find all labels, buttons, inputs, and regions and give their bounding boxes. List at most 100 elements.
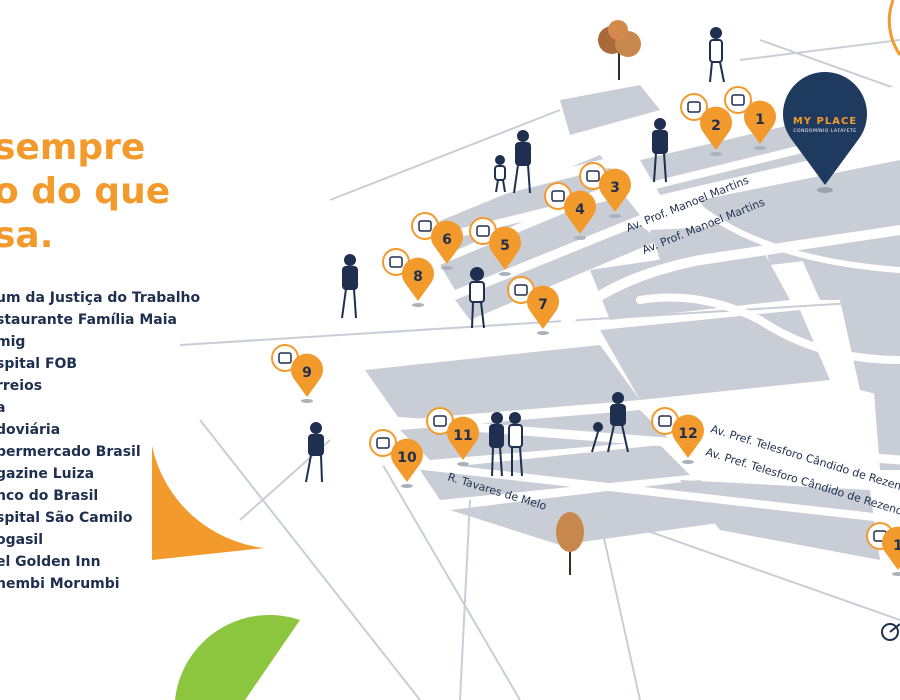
headline-line-1: sempre xyxy=(0,127,146,168)
person-walking xyxy=(513,130,531,194)
pin-shadow xyxy=(537,331,549,335)
my-place-marker[interactable]: MY PLACE CONDOMÍNIO LAFAYETE xyxy=(783,72,867,193)
legend-item: rreios xyxy=(0,378,43,394)
pin-number: 8 xyxy=(413,269,423,285)
icon-glyph xyxy=(687,101,701,113)
person-business xyxy=(709,27,725,83)
pin-body xyxy=(744,100,776,144)
pin-number: 10 xyxy=(397,450,417,466)
legend-item: hembi Morumbi xyxy=(0,576,120,592)
pin-shadow xyxy=(574,236,586,240)
pin-number: 4 xyxy=(575,202,585,218)
pin-shadow xyxy=(457,462,469,466)
pin-number: 11 xyxy=(453,428,472,444)
block xyxy=(700,160,900,240)
pin-shadow xyxy=(710,152,722,156)
legend-item: nco do Brasil xyxy=(0,488,99,504)
person-child xyxy=(494,155,506,193)
pin-shadow xyxy=(682,460,694,464)
block xyxy=(420,445,690,500)
pin-number: 12 xyxy=(678,426,697,442)
decor-shapes xyxy=(152,0,900,700)
pin-body xyxy=(391,438,424,482)
pin-shadow xyxy=(892,572,900,576)
legend-item: ogasil xyxy=(0,532,44,548)
icon-glyph xyxy=(551,190,565,202)
legend-item: spital São Camilo xyxy=(0,510,133,526)
pin-body xyxy=(402,257,434,301)
pin-number: 2 xyxy=(711,118,721,134)
pin-shadow xyxy=(609,214,621,218)
map-pin[interactable]: 3 xyxy=(579,162,631,218)
pin-number: 1 xyxy=(893,538,900,554)
legend-item: a xyxy=(0,400,6,416)
map-pin[interactable]: 2 xyxy=(680,93,732,156)
brand-tagline: CONDOMÍNIO LAFAYETE xyxy=(793,127,856,134)
pin-body xyxy=(564,190,596,234)
map-pin[interactable]: 7 xyxy=(507,276,560,335)
map-pin[interactable]: 1 xyxy=(724,86,776,150)
pin-body xyxy=(291,353,324,397)
pin-body xyxy=(488,226,521,270)
icon-glyph xyxy=(476,225,490,237)
legend-item: el Golden Inn xyxy=(0,554,101,570)
orange-half-circle xyxy=(152,446,265,560)
legend-list: um da Justiça do Trabalho staurante Famí… xyxy=(0,287,200,595)
legend-item: staurante Família Maia xyxy=(0,312,177,328)
legend-item: permercado Brasil xyxy=(0,444,141,460)
pin-number: 7 xyxy=(538,297,548,313)
pin-body xyxy=(599,168,631,212)
bicycle xyxy=(881,623,900,641)
block xyxy=(365,345,640,420)
legend-item: um da Justiça do Trabalho xyxy=(0,290,201,306)
pin-body xyxy=(431,220,463,264)
pin-number: 3 xyxy=(610,180,620,196)
pin-body xyxy=(882,526,900,570)
icon-glyph xyxy=(433,415,447,427)
orange-arc xyxy=(887,0,900,56)
icon-glyph xyxy=(376,437,390,449)
legend-item: mig xyxy=(0,334,26,350)
map-pin[interactable]: 4 xyxy=(544,182,596,240)
icon-glyph xyxy=(586,170,600,182)
pin-shadow xyxy=(441,266,453,270)
tree-bottom xyxy=(556,512,584,575)
pin-body xyxy=(699,106,732,150)
bank-icon xyxy=(369,429,397,457)
pin-number: 1 xyxy=(755,112,765,128)
block xyxy=(455,225,660,320)
brand-name: MY PLACE xyxy=(793,116,857,127)
scale-icon xyxy=(724,86,752,114)
person-shopper xyxy=(305,422,324,483)
map-pin[interactable]: 1 xyxy=(866,522,900,576)
green-half-circle xyxy=(175,614,300,700)
pin-body xyxy=(447,416,479,460)
pin-shadow xyxy=(401,484,413,488)
map-pin[interactable]: 8 xyxy=(382,248,434,307)
icon-glyph xyxy=(418,220,432,232)
map-pin[interactable]: 9 xyxy=(271,344,324,403)
person-woman xyxy=(341,254,358,319)
icon-glyph xyxy=(658,415,672,427)
icon-glyph xyxy=(514,284,528,296)
map-pin[interactable]: 12 xyxy=(651,407,705,464)
legend-item: gazine Luiza xyxy=(0,466,95,482)
block xyxy=(870,335,900,470)
map-pin[interactable]: 10 xyxy=(369,429,424,488)
legend-item: doviária xyxy=(0,422,61,438)
pin-number: 5 xyxy=(500,238,510,254)
tree-top xyxy=(598,20,641,80)
map-pin[interactable]: 11 xyxy=(426,407,479,466)
pin-body xyxy=(672,414,705,458)
map-pin[interactable]: 6 xyxy=(411,212,463,270)
block xyxy=(600,310,830,400)
person-waiter xyxy=(652,118,668,183)
city-blocks xyxy=(365,85,900,560)
pin-number: 6 xyxy=(442,232,452,248)
legend-item: spital FOB xyxy=(0,356,78,372)
person-standing xyxy=(469,267,485,329)
map-pin[interactable]: 5 xyxy=(469,217,521,276)
people-illustrations xyxy=(305,27,900,641)
block xyxy=(560,85,660,135)
